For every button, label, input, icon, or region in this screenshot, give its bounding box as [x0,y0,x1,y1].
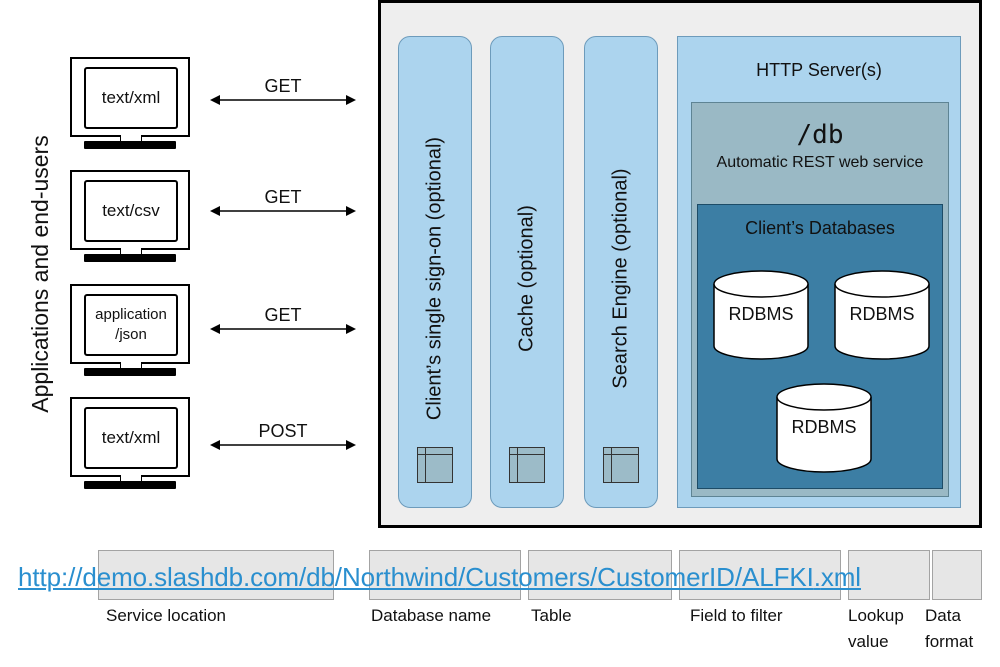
monitor-screen: text/xml [84,67,178,129]
monitor-screen: text/xml [84,407,178,469]
window-icon [509,447,545,483]
rest-service-subtitle: Automatic REST web service [716,154,924,171]
bidirectional-arrow-icon [210,324,356,334]
monitor-base [84,141,176,149]
sso-label: Client’s single sign-on (optional) [423,136,446,421]
url-separator: / [590,562,598,592]
bidirectional-arrow-icon [210,95,356,105]
table-label: Table [531,606,572,625]
database-cylinder-icon: RDBMS [776,383,872,473]
monitor-screen: text/csv [84,180,178,242]
url-dot: . [813,562,821,592]
url-database: Northwind [341,562,459,592]
http-method-label: GET [264,76,302,96]
database-label: RDBMS [728,304,794,324]
bidirectional-arrow-icon [210,440,356,450]
client-monitor: text/xml [70,397,190,495]
db-endpoint-title: /db [796,120,844,150]
search-engine-component: Search Engine (optional) [584,36,658,508]
client-monitor: text/xml [70,57,190,155]
http-method-label: GET [264,305,302,325]
database-name-label: Database name [371,606,492,625]
service-location-label: Service location [106,606,227,625]
database-label: RDBMS [849,304,915,324]
database-label: RDBMS [791,417,857,437]
url-segment-box-lookup [848,550,930,600]
url-segment-box-database [369,550,521,600]
monitor-base [84,481,176,489]
url-segment-box-field [679,550,841,600]
url-scheme: http:// [18,562,83,592]
client-monitor: application /json [70,284,190,382]
url-table: Customers [465,562,591,592]
http-server-title: HTTP Server(s) [756,60,882,80]
url-field: CustomerID [597,562,735,592]
lookup-label-line1: Lookup [848,606,904,625]
window-icon [417,447,453,483]
url-segment-box-format [932,550,982,600]
api-url-link[interactable]: http://demo.slashdb.com/db/Northwind/Cus… [18,562,861,593]
bidirectional-arrow-icon [210,206,356,216]
client-databases-title: Client’s Databases [745,218,895,238]
cache-component: Cache (optional) [490,36,564,508]
field-to-filter-label: Field to filter [690,606,783,625]
cache-label: Cache (optional) [515,205,538,352]
url-separator: / [734,562,742,592]
database-cylinder-icon: RDBMS [713,270,809,360]
monitor-base [84,254,176,262]
url-format: xml [820,562,861,592]
data-format-label-line2: format [925,632,974,651]
http-method-label: POST [258,421,308,441]
lookup-label-line2: value [848,632,889,651]
http-method-label: GET [264,187,302,207]
search-engine-label: Search Engine (optional) [609,168,632,389]
url-lookup-value: ALFKI [741,562,814,592]
data-format-label-line1: Data [925,606,961,625]
client-monitor: text/csv [70,170,190,268]
window-icon [603,447,639,483]
monitor-base [84,368,176,376]
url-db-path: /db/ [298,562,342,592]
url-segment-box-table [528,550,672,600]
url-separator: / [458,562,466,592]
monitor-screen: application /json [84,294,178,356]
sso-component: Client’s single sign-on (optional) [398,36,472,508]
url-segment-box-service [98,550,334,600]
url-host: demo.slashdb.com [82,562,299,592]
applications-label: Applications and end-users [27,135,53,413]
database-cylinder-icon: RDBMS [834,270,930,360]
